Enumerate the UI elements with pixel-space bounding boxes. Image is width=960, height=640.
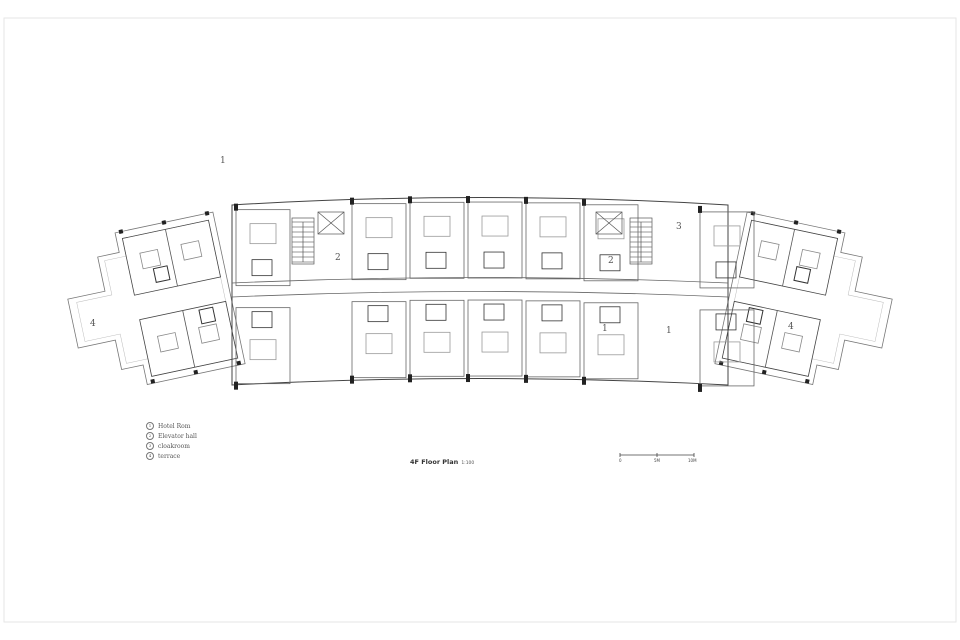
bathroom [251,259,273,277]
hotel-room-upper [409,201,465,279]
hotel-room-lower [525,300,581,378]
hotel-room-lower [467,299,523,377]
hotel-room-lower [583,302,639,380]
column [524,196,528,204]
column [582,376,586,385]
legend-label: Hotel Rom [158,422,191,430]
hotel-room-upper [467,201,523,279]
legend-label: terrace [158,452,181,460]
elevator-label-right: 2 [608,256,614,266]
legend-number: 4 [146,452,154,460]
column [582,198,586,206]
elevator-label-left: 2 [335,253,341,263]
legend-label: cloakroom [158,442,190,450]
terrace-label-left: 4 [90,319,96,329]
hotel-room-upper [699,211,755,289]
hotel-room-upper [583,204,639,282]
bed [597,334,625,356]
bathroom [599,254,621,272]
drawing-scale: 1:100 [461,461,475,466]
bed [597,218,625,240]
bathroom [715,313,737,331]
column [466,374,470,383]
hotel-room-upper [525,202,581,280]
bed [539,216,567,238]
hotel-room-upper [351,203,407,281]
column [698,205,702,213]
bathroom [251,311,273,329]
bathroom [599,306,621,324]
bathroom [541,304,563,322]
legend-item: 1 Hotel Rom [146,421,197,431]
hotel-room-lower [409,299,465,377]
column [408,196,412,204]
legend: 1 Hotel Rom 2 Elevator hall 3 cloakroom 4 te… [146,421,197,461]
column [698,383,702,392]
hotel-room-lower [235,307,291,385]
legend-label: Elevator hall [158,432,197,440]
bed [481,215,509,237]
bathroom [483,251,505,269]
column [524,374,528,383]
bathroom [715,261,737,279]
room-label-right: 1 [666,326,672,336]
scale-bar-graphic: 0 5M 10M [619,453,697,463]
column [350,197,354,205]
legend-item: 4 terrace [146,451,197,461]
bed [713,225,741,247]
bed [481,331,509,353]
hotel-room-lower [351,301,407,379]
cloak-label: 3 [676,222,682,232]
bed [423,215,451,237]
column [234,381,238,390]
bathroom [367,305,389,323]
legend-item: 2 Elevator hall [146,431,197,441]
bed [249,223,277,245]
column [466,196,470,204]
scale-bar: 0 5M 10M [618,450,698,465]
sheet-border [3,17,957,623]
column [234,203,238,211]
legend-number: 1 [146,422,154,430]
bed [539,332,567,354]
bathroom [367,253,389,271]
legend-number: 3 [146,442,154,450]
bed [713,341,741,363]
legend-number: 2 [146,432,154,440]
scale-tick-2: 10M [688,458,697,463]
room-label-left: 1 [220,156,226,166]
right-wing [714,210,893,385]
legend-item: 3 cloakroom [146,441,197,451]
scale-tick-1: 5M [654,458,661,463]
bathroom [541,252,563,270]
hotel-room-upper [235,209,291,287]
bed [365,217,393,239]
hotel-room-lower [699,309,755,387]
left-wing [67,210,246,385]
bathroom [425,251,447,269]
right-core [595,211,653,265]
room-label-center: 1 [602,324,608,334]
bed [365,333,393,355]
bathroom [425,303,447,321]
terrace-label-right: 4 [788,322,794,332]
central-block [231,196,755,392]
drawing-title-text: 4F Floor Plan [410,458,459,466]
bed [249,339,277,361]
bed [423,331,451,353]
column [408,374,412,383]
left-core [291,211,345,265]
bathroom [483,303,505,321]
column [350,375,354,384]
scale-tick-0: 0 [619,458,622,463]
